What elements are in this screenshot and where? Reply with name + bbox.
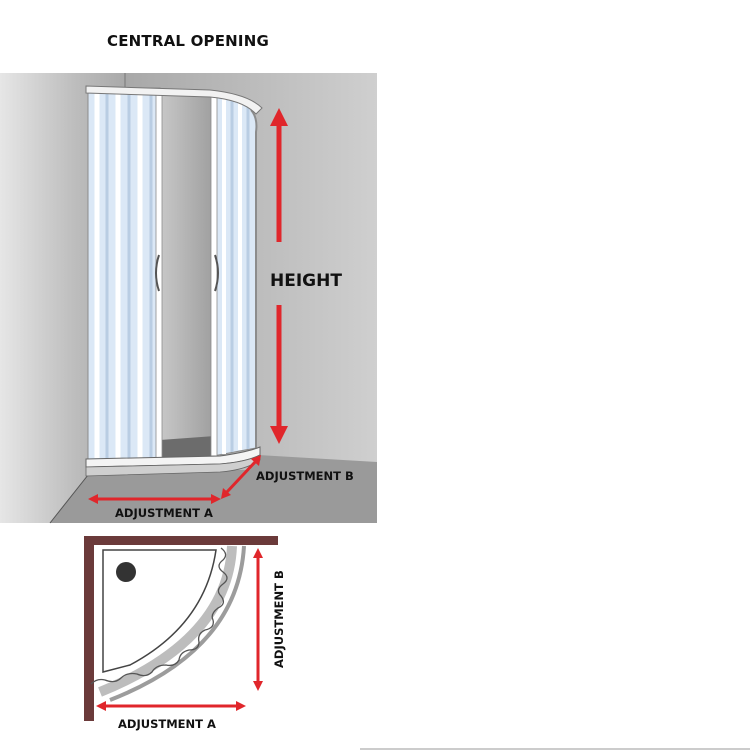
diagram-title: CENTRAL OPENING — [107, 32, 269, 50]
plan-screen-track — [98, 545, 237, 697]
adjustment-a-arrow — [88, 494, 221, 504]
adjustment-a-label: ADJUSTMENT A — [115, 506, 213, 520]
height-label: HEIGHT — [270, 271, 342, 291]
floor-line — [49, 469, 93, 524]
plan-screen-folds — [90, 547, 228, 685]
left-handle — [155, 254, 160, 292]
shower-interior — [160, 95, 215, 440]
room-scene: HEIGHT ADJUSTMENT A ADJUSTMENT B — [0, 73, 377, 524]
plan-screen-outer — [109, 545, 246, 702]
plan-drain — [116, 562, 136, 582]
top-rail — [85, 85, 263, 115]
plan-adjustment-a-arrow — [96, 701, 246, 711]
adjustment-b-arrow — [221, 455, 261, 499]
plan-adjustment-b-label: ADJUSTMENT B — [272, 570, 286, 668]
plan-adjustment-b-arrow — [253, 548, 263, 691]
height-arrow — [270, 108, 288, 444]
adjustment-b-label: ADJUSTMENT B — [256, 469, 354, 483]
plan-view: ADJUSTMENT A ADJUSTMENT B — [84, 536, 286, 731]
left-panels — [87, 87, 163, 461]
shower-tray-floor — [160, 436, 215, 460]
shower-enclosure — [85, 85, 263, 477]
right-handle — [214, 254, 219, 292]
plan-adjustment-a-label: ADJUSTMENT A — [118, 717, 216, 731]
